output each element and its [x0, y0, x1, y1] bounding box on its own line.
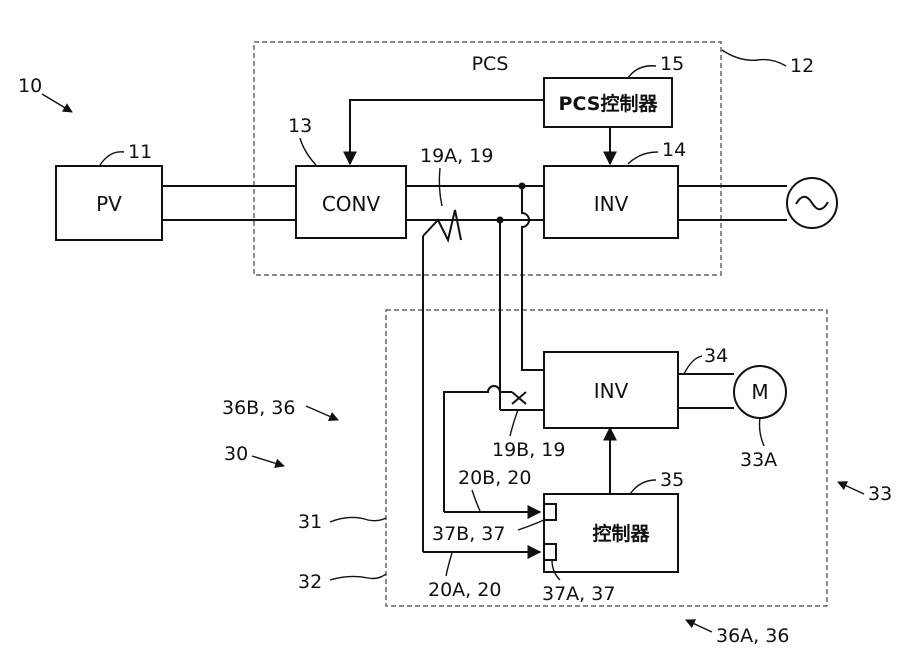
ref-36b: 36B, 36: [222, 397, 295, 419]
ref-33a: 33A: [740, 449, 777, 471]
ref-36a: 36A, 36: [716, 625, 789, 647]
ref-11: 11: [128, 141, 152, 163]
ref-20a: 20A, 20: [428, 579, 501, 601]
ref-30: 30: [224, 443, 248, 465]
ref-33: 33: [868, 483, 892, 505]
branch-lines: [497, 183, 545, 411]
ref-20b: 20B, 20: [458, 467, 531, 489]
terminal-37b: [544, 504, 556, 520]
ref-32: 32: [298, 571, 322, 593]
ref-15: 15: [660, 53, 684, 75]
inv-top-label: INV: [594, 192, 629, 216]
ref-37b: 37B, 37: [432, 523, 505, 545]
motor-label: M: [751, 380, 768, 404]
ref-31: 31: [298, 511, 322, 533]
conv-label: CONV: [322, 192, 381, 216]
ref-12: 12: [790, 55, 814, 77]
terminal-37a: [544, 544, 556, 560]
ref-10: 10: [18, 75, 42, 97]
main-power-lines: [162, 186, 787, 220]
pcs-title: PCS: [472, 53, 509, 75]
pcs-controller-label: PCS控制器: [559, 92, 659, 115]
motor-lines: [678, 374, 734, 408]
controller-label: 控制器: [592, 522, 650, 545]
inv-bottom-label: INV: [594, 379, 629, 403]
ref-37a: 37A, 37: [542, 583, 615, 605]
ref-19a: 19A, 19: [420, 145, 493, 167]
ac-source-icon: [787, 178, 837, 228]
ref-14: 14: [662, 139, 686, 161]
current-sensor-19a: [423, 210, 461, 240]
pv-label: PV: [96, 192, 122, 216]
ref-35: 35: [660, 469, 684, 491]
ref-19b: 19B, 19: [492, 439, 565, 461]
ref-34: 34: [704, 345, 728, 367]
ref-13: 13: [288, 115, 312, 137]
